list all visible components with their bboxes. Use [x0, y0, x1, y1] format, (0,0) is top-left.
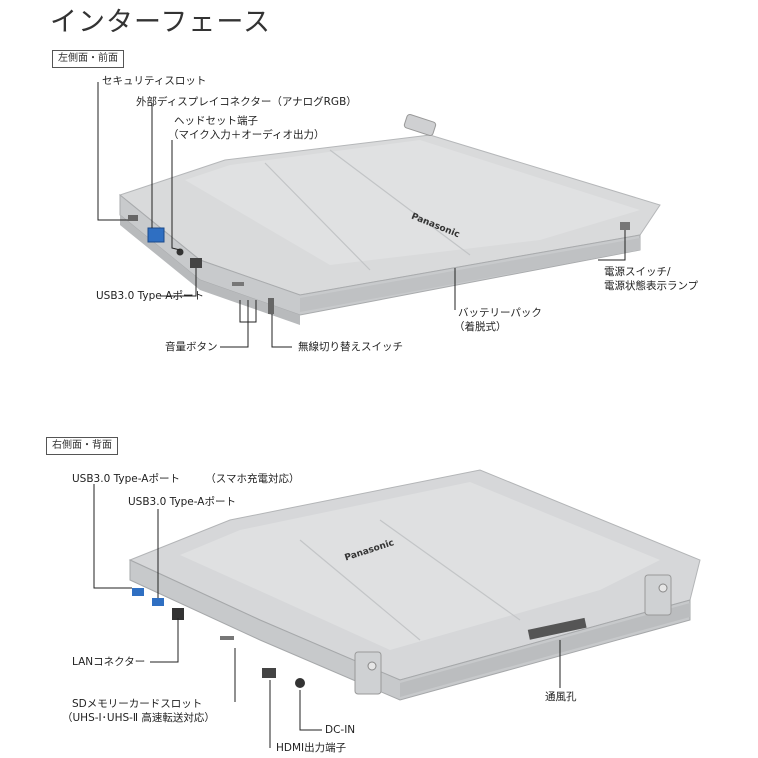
label-usb-charge-b: （スマホ充電対応） [205, 473, 300, 485]
label-dcin: DC-IN [325, 724, 356, 736]
label-security-slot: セキュリティスロット [102, 75, 207, 87]
label-power-1: 電源スイッチ/ [604, 266, 671, 278]
label-usb-charge: USB3.0 Type-Aポート （スマホ充電対応） [72, 472, 299, 486]
label-sd-2: （UHS-Ⅰ･UHS-Ⅱ 高速転送対応） [62, 712, 215, 724]
label-usb-charge-a: USB3.0 Type-Aポート [72, 473, 180, 485]
label-lan: LANコネクター [72, 656, 146, 668]
label-battery-2: （着脱式） [454, 321, 507, 333]
section-tag-left-front: 左側面・前面 [52, 50, 124, 68]
label-headset-2: （マイク入力＋オーディオ出力） [168, 129, 325, 141]
label-usb-1: USB3.0 Type-Aポート [96, 290, 204, 302]
label-usb-2: USB3.0 Type-Aポート [128, 496, 236, 508]
label-display-connector: 外部ディスプレイコネクター（アナログRGB） [136, 96, 357, 108]
label-volume: 音量ボタン [165, 341, 218, 353]
section-tag-right-back: 右側面・背面 [46, 437, 118, 455]
label-headset-1: ヘッドセット端子 [174, 115, 258, 127]
page-title: インターフェース [50, 7, 272, 38]
label-wireless: 無線切り替えスイッチ [298, 341, 403, 353]
label-sd-1: SDメモリーカードスロット [72, 698, 203, 710]
label-vent: 通風孔 [545, 691, 577, 703]
label-battery-1: バッテリーパック [458, 307, 542, 319]
label-power-2: 電源状態表示ランプ [604, 280, 699, 292]
label-hdmi: HDMI出力端子 [276, 742, 347, 754]
